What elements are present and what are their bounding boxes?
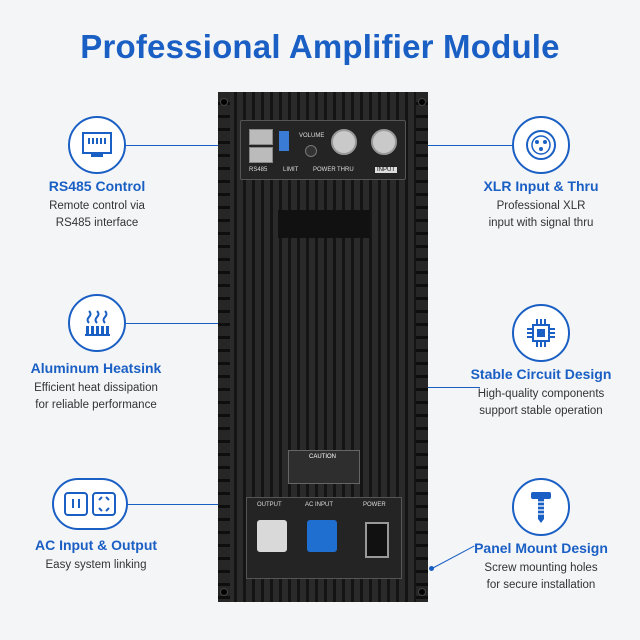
caution-text: CAUTION (309, 454, 336, 460)
mount-hole (220, 98, 228, 106)
rs485-connector-line (126, 145, 236, 146)
mount-connector-dot (429, 566, 434, 571)
feature-ac: AC Input & Output Easy system linking (8, 537, 184, 574)
rs485-port[interactable] (249, 129, 273, 145)
input-label: INPUT (375, 167, 397, 173)
power-led-label: POWER (313, 167, 336, 173)
circuit-connector-line (400, 387, 480, 388)
power-switch[interactable] (365, 522, 389, 558)
power-socket-icon (52, 478, 128, 530)
output-label: OUTPUT (257, 502, 282, 508)
heatsink-connector-line (126, 323, 246, 324)
mount-hole (220, 588, 228, 596)
xlr-connector-line (392, 145, 512, 146)
power-panel: OUTPUT AC INPUT POWER (246, 497, 402, 579)
feature-circuit: Stable Circuit Design High-quality compo… (456, 366, 626, 420)
amplifier-module: RS485 VOLUME LIMIT POWER THRU INPUT CAUT… (218, 92, 428, 602)
feature-title: XLR Input & Thru (483, 178, 599, 194)
control-panel: RS485 VOLUME LIMIT POWER THRU INPUT (240, 120, 406, 180)
page-title: Professional Amplifier Module (80, 28, 560, 65)
volume-label: VOLUME (299, 133, 325, 139)
limit-label: LIMIT (283, 167, 299, 173)
feature-title: Stable Circuit Design (470, 366, 612, 382)
xlr-connector-icon (512, 116, 570, 174)
powercon-output[interactable] (257, 520, 287, 552)
ac-connector-line (128, 504, 236, 505)
rs485-label: RS485 (249, 167, 268, 173)
feature-title: Panel Mount Design (474, 540, 608, 556)
caution-label: CAUTION (288, 450, 360, 484)
heatsink-edge-right (416, 92, 428, 602)
heat-fins-icon (68, 294, 126, 352)
xlr-input-connector[interactable] (371, 129, 397, 155)
xlr-thru-connector[interactable] (331, 129, 357, 155)
dip-switch[interactable] (279, 131, 289, 151)
feature-title: Aluminum Heatsink (30, 360, 162, 376)
ac-input-label: AC INPUT (305, 502, 334, 508)
feature-title: RS485 Control (48, 178, 146, 194)
ethernet-port-icon (68, 116, 126, 174)
feature-desc: Easy system linking (45, 559, 147, 571)
rs485-port[interactable] (249, 147, 273, 163)
volume-knob[interactable] (305, 145, 317, 157)
thru-label: THRU (337, 167, 354, 173)
chip-icon (512, 304, 570, 362)
heatsink-edge-left (218, 92, 230, 602)
mount-hole (418, 98, 426, 106)
feature-heatsink: Aluminum Heatsink Efficient heat dissipa… (8, 360, 184, 414)
power-switch-label: POWER (363, 502, 386, 508)
feature-title: AC Input & Output (34, 537, 158, 553)
center-plate (278, 210, 370, 238)
powercon-ac-input[interactable] (307, 520, 337, 552)
screw-icon (512, 478, 570, 536)
mount-hole (418, 588, 426, 596)
